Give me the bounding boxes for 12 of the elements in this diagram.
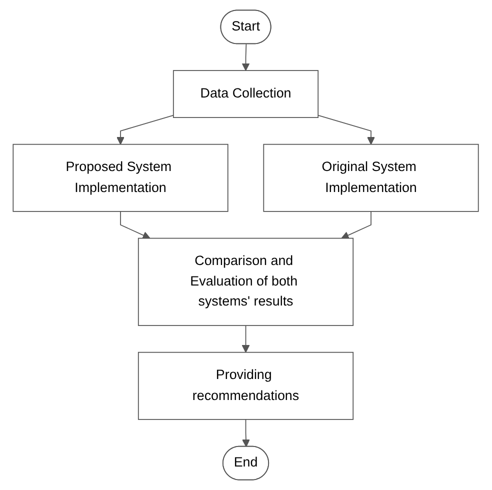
arrow — [242, 44, 250, 71]
node-box: Data Collection — [173, 70, 319, 118]
node-box: Comparison and Evaluation of both systems' results — [138, 238, 354, 326]
node-box: Original System Implementation — [263, 144, 480, 212]
arrow — [341, 211, 372, 239]
node-box: Providing recommendations — [138, 352, 354, 420]
arrow — [318, 114, 376, 145]
arrow — [116, 114, 174, 145]
arrow — [120, 211, 151, 239]
node-box: Proposed System Implementation — [12, 144, 229, 212]
arrow — [242, 419, 250, 448]
arrow — [242, 325, 250, 353]
